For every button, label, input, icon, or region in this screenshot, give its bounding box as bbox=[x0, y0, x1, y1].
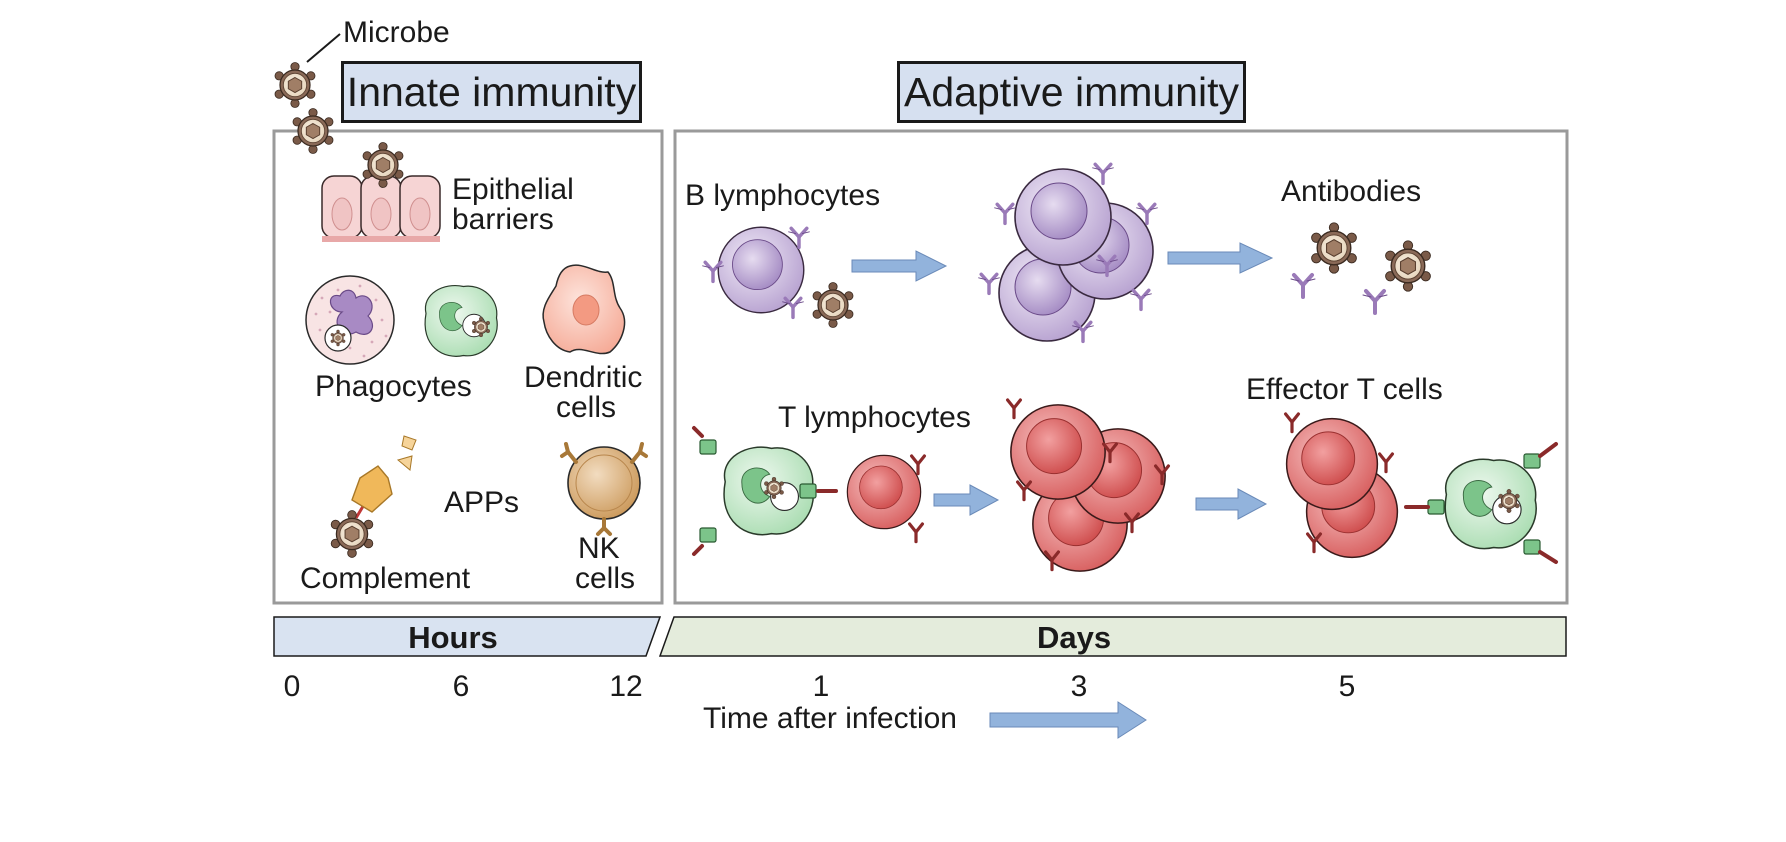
t-cell-icon bbox=[846, 454, 922, 530]
t-lymphocytes-label: T lymphocytes bbox=[778, 401, 971, 434]
innate-immunity-title: Innate immunity bbox=[341, 61, 642, 123]
effector-t-cells-label: Effector T cells bbox=[1246, 373, 1443, 406]
b-lymphocytes-label: B lymphocytes bbox=[685, 179, 881, 212]
microbe-label: Microbe bbox=[343, 16, 450, 49]
microbe-icon bbox=[330, 509, 374, 559]
dendritic-label-line2: cells bbox=[556, 391, 617, 424]
antibody-icon bbox=[992, 202, 1018, 226]
antibodies-label: Antibodies bbox=[1281, 175, 1422, 208]
complement-label: Complement bbox=[300, 562, 471, 595]
t-cell-receptor-icon bbox=[1377, 452, 1395, 474]
adaptive-immunity-title: Adaptive immunity bbox=[897, 61, 1246, 123]
microbe-icon bbox=[812, 281, 854, 329]
progress-arrow-icon bbox=[1195, 488, 1268, 520]
days-label: Days bbox=[1036, 620, 1112, 655]
progress-arrow-icon bbox=[989, 701, 1147, 739]
days-bar bbox=[658, 616, 1567, 657]
tick-days-1: 1 bbox=[812, 670, 830, 703]
neutrophil-icon bbox=[305, 275, 395, 365]
epithelial-label-line1: Epithelial bbox=[452, 173, 574, 206]
t-cell-receptor-icon bbox=[907, 522, 925, 544]
t-cell-receptor-icon bbox=[1005, 398, 1023, 420]
b-cell-cluster bbox=[998, 168, 1154, 342]
antibody-icon bbox=[1289, 273, 1317, 299]
antibody-icon bbox=[1090, 162, 1116, 186]
progress-arrow-icon bbox=[851, 250, 948, 282]
nk-cell-icon bbox=[560, 442, 648, 536]
apps-label: APPs bbox=[444, 486, 520, 519]
tick-hours-12: 12 bbox=[609, 670, 643, 703]
t-cell-receptor-icon bbox=[1283, 412, 1301, 434]
t-cell-icon bbox=[1010, 404, 1106, 500]
microbe-pointer-line bbox=[306, 33, 341, 63]
dendritic-cell-icon bbox=[542, 264, 626, 355]
antibody-icon bbox=[976, 272, 1002, 296]
hours-label: Hours bbox=[408, 620, 498, 655]
tick-days-5: 5 bbox=[1338, 670, 1356, 703]
time-axis-label: Time after infection bbox=[703, 702, 957, 735]
progress-arrow-icon bbox=[1167, 242, 1274, 274]
microbe-icon bbox=[1384, 240, 1432, 292]
tick-hours-0: 0 bbox=[283, 670, 301, 703]
t-cell-cluster bbox=[1010, 404, 1166, 572]
epithelial-label-line2: barriers bbox=[452, 203, 554, 236]
microbe-icon bbox=[1310, 222, 1358, 274]
progress-arrow-icon bbox=[933, 484, 1000, 516]
adaptive-panel bbox=[673, 129, 1569, 605]
tick-days-3: 3 bbox=[1070, 670, 1088, 703]
b-cell-icon bbox=[717, 226, 805, 314]
macrophage-icon bbox=[1444, 458, 1537, 550]
nk-label-line2: cells bbox=[575, 562, 636, 595]
epithelial-cell-icon bbox=[321, 175, 441, 242]
innate-panel bbox=[272, 129, 664, 605]
complement-icon bbox=[351, 435, 417, 519]
dendritic-label-line1: Dendritic bbox=[524, 361, 643, 394]
hours-bar bbox=[273, 616, 662, 657]
microbe-icon bbox=[292, 107, 334, 155]
b-cell-icon bbox=[1014, 168, 1112, 266]
t-cell-icon bbox=[1285, 417, 1379, 511]
antibody-icon bbox=[1128, 288, 1154, 312]
antibody-icon bbox=[1361, 289, 1389, 315]
antibody-icon bbox=[780, 296, 806, 320]
microbe-icon bbox=[274, 61, 316, 109]
phagocytes-label: Phagocytes bbox=[315, 370, 472, 403]
tick-hours-6: 6 bbox=[452, 670, 470, 703]
nk-label-line1: NK bbox=[578, 532, 620, 565]
macrophage-icon bbox=[424, 284, 498, 357]
